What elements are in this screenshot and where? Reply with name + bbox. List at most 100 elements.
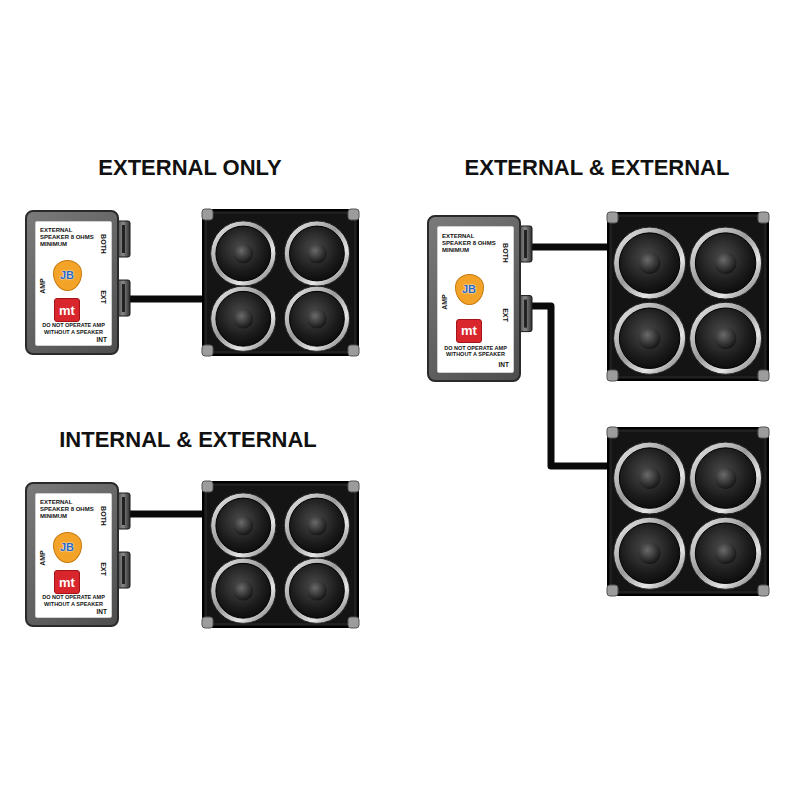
dust-cap xyxy=(715,467,737,489)
switch-label: INT xyxy=(80,608,107,615)
speaker-cone xyxy=(290,291,345,346)
speaker-ring xyxy=(211,493,276,558)
logo-text: mt xyxy=(59,304,75,317)
speaker-ring xyxy=(284,286,349,351)
switch-box: EXTERNAL SPEAKER 8 OHMS MINIMUMBOTHAMPJB… xyxy=(25,482,119,627)
speaker-ring xyxy=(690,442,762,514)
jb-logo: JB xyxy=(53,260,82,291)
speaker-ring xyxy=(614,302,686,374)
mt-logo: mt xyxy=(54,570,80,594)
cabinet-body xyxy=(608,428,768,595)
dust-cap xyxy=(639,542,661,564)
label-panel: EXTERNAL SPEAKER 8 OHMS MINIMUMBOTHAMPJB… xyxy=(35,493,112,618)
logo-text: JB xyxy=(60,541,74,553)
speaker-ring xyxy=(211,221,276,286)
speaker-cone xyxy=(695,233,755,293)
cabinet-edge xyxy=(611,431,765,592)
speaker-cable xyxy=(530,306,611,466)
jack-thread xyxy=(122,225,125,253)
dust-cap xyxy=(307,244,327,264)
dust-cap xyxy=(234,244,254,264)
switch-box: EXTERNAL SPEAKER 8 OHMS MINIMUMBOTHAMPJB… xyxy=(427,215,521,382)
cabinet-edge xyxy=(206,213,355,352)
corner-protector xyxy=(348,617,359,628)
corner-protector xyxy=(202,345,213,356)
warning-text: DO NOT OPERATE AMP WITHOUT A SPEAKER xyxy=(440,345,511,358)
jack-thread xyxy=(122,497,125,525)
corner-protector xyxy=(348,345,359,356)
speaker-ring xyxy=(690,517,762,589)
speaker-cable xyxy=(128,511,206,518)
speaker-cone xyxy=(290,563,345,618)
switch-label: BOTH xyxy=(100,234,107,254)
switch-label: EXT xyxy=(502,309,509,323)
spec-text: EXTERNAL SPEAKER 8 OHMS MINIMUM xyxy=(442,233,496,254)
speaker-cabinet xyxy=(607,212,769,381)
speaker-cone xyxy=(619,308,679,368)
corner-protector xyxy=(202,209,213,220)
logo-text: mt xyxy=(461,324,477,337)
spec-text: EXTERNAL SPEAKER 8 OHMS MINIMUM xyxy=(40,499,94,520)
cabinet-body xyxy=(203,210,358,355)
section-heading: EXTERNAL ONLY xyxy=(98,155,281,181)
speaker-ring xyxy=(211,558,276,623)
cabinet-edge xyxy=(206,485,355,624)
dust-cap xyxy=(307,516,327,536)
dust-cap xyxy=(639,467,661,489)
speaker-ring xyxy=(284,558,349,623)
switch-label: INT xyxy=(482,361,509,368)
speaker-cone xyxy=(619,523,679,583)
speaker-cone xyxy=(290,226,345,281)
speaker-cone xyxy=(216,563,271,618)
dust-cap xyxy=(715,542,737,564)
speaker-ring xyxy=(284,493,349,558)
cabinet-body xyxy=(608,213,768,380)
corner-protector xyxy=(758,585,769,596)
corner-protector xyxy=(607,212,618,223)
speaker-cabinet xyxy=(607,427,769,596)
speaker-cone xyxy=(619,448,679,508)
corner-protector xyxy=(758,427,769,438)
cabinet-body xyxy=(203,482,358,627)
corner-protector xyxy=(758,370,769,381)
jack-thread xyxy=(122,284,125,312)
logo-text: JB xyxy=(60,269,74,281)
section-heading: INTERNAL & EXTERNAL xyxy=(59,427,317,453)
speaker-cabinet xyxy=(202,481,359,628)
speaker-cable xyxy=(128,296,206,303)
speaker-cabinet xyxy=(202,209,359,356)
switch-label: AMP xyxy=(39,278,46,294)
mt-logo: mt xyxy=(456,319,482,343)
jb-logo: JB xyxy=(53,532,82,563)
spec-text: EXTERNAL SPEAKER 8 OHMS MINIMUM xyxy=(40,227,94,248)
corner-protector xyxy=(758,212,769,223)
mt-logo: mt xyxy=(54,298,80,322)
speaker-ring xyxy=(690,227,762,299)
speaker-ring xyxy=(614,227,686,299)
corner-protector xyxy=(607,370,618,381)
jack-thread xyxy=(524,300,527,328)
label-panel: EXTERNAL SPEAKER 8 OHMS MINIMUM BOTH AMP JB… xyxy=(35,221,112,346)
switch-box: EXTERNAL SPEAKER 8 OHMS MINIMUM BOTH AMP JB… xyxy=(25,210,119,355)
logo-text: mt xyxy=(59,576,75,589)
warning-text: DO NOT OPERATE AMP WITHOUT A SPEAKER xyxy=(38,322,109,335)
speaker-cabinet xyxy=(202,209,769,628)
switch-label: AMP xyxy=(441,295,448,311)
speaker-cone xyxy=(216,498,271,553)
dust-cap xyxy=(639,327,661,349)
speaker-cable xyxy=(128,247,611,514)
label-panel: EXTERNAL SPEAKER 8 OHMS MINIMUMBOTHAMPJB… xyxy=(437,226,514,373)
corner-protector xyxy=(202,617,213,628)
speaker-cone xyxy=(695,448,755,508)
dust-cap xyxy=(234,309,254,329)
speaker-ring xyxy=(211,286,276,351)
corner-protector xyxy=(348,481,359,492)
corner-protector xyxy=(348,209,359,220)
speaker-cone xyxy=(619,233,679,293)
switch-label: EXT xyxy=(100,290,107,304)
corner-protector xyxy=(202,481,213,492)
cabinet-edge xyxy=(611,216,765,377)
switch-label: INT xyxy=(80,336,107,343)
